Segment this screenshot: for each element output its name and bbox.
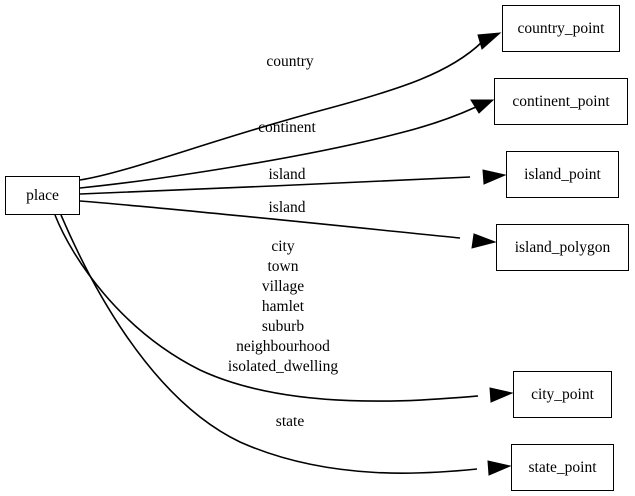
arrowhead-city: [489, 387, 514, 403]
edge-place-state_point[interactable]: [60, 214, 512, 476]
edge-place-continent_point[interactable]: [79, 99, 495, 189]
node-island-point-label: island_point: [524, 165, 601, 183]
node-state-point-label: state_point: [528, 458, 597, 476]
node-city-point[interactable]: city_point: [513, 371, 612, 418]
node-continent-point[interactable]: continent_point: [494, 78, 628, 125]
node-country-point[interactable]: country_point: [502, 5, 620, 52]
edge-path-state: [60, 214, 478, 475]
node-place[interactable]: place: [5, 176, 80, 215]
edge-label-island-point: island: [268, 166, 306, 183]
edge-label-island-polygon: island: [268, 199, 306, 216]
node-country-point-label: country_point: [517, 19, 605, 37]
arrowhead-island-polygon: [471, 233, 497, 249]
edge-path-island-point: [79, 176, 471, 195]
node-island-point[interactable]: island_point: [506, 151, 619, 198]
edge-path-island-polygon: [79, 200, 461, 239]
edge-path-continent: [79, 106, 477, 189]
edge-place-country_point[interactable]: [79, 32, 502, 181]
arrowhead-island-point: [482, 169, 507, 185]
node-island-polygon[interactable]: island_polygon: [496, 224, 629, 271]
node-place-label: place: [26, 186, 59, 204]
edge-label-city-group: city town village hamlet suburb neighbou…: [227, 238, 339, 375]
edge-path-city: [54, 214, 479, 402]
node-city-point-label: city_point: [531, 385, 594, 403]
edge-label-country: country: [266, 53, 314, 70]
node-state-point[interactable]: state_point: [511, 444, 614, 491]
node-island-polygon-label: island_polygon: [514, 238, 611, 256]
edge-place-island_point[interactable]: [79, 169, 507, 195]
edge-place-city_point[interactable]: [54, 214, 514, 403]
node-continent-point-label: continent_point: [512, 92, 610, 110]
edge-place-island_polygon[interactable]: [79, 200, 497, 249]
arrowhead-state: [487, 460, 512, 476]
arrowhead-continent: [470, 99, 495, 114]
edge-label-state: state: [275, 413, 305, 430]
edge-label-continent: continent: [258, 119, 316, 136]
arrowhead-country: [477, 32, 502, 50]
edge-path-country: [79, 41, 483, 181]
